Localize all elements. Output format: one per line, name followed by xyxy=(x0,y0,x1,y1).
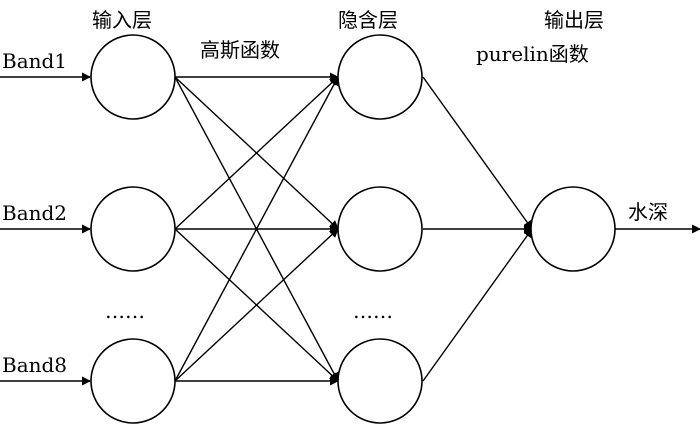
input-label-band8: Band8 xyxy=(2,353,67,377)
connection-i3-h2 xyxy=(174,228,339,382)
hidden-ellipsis: …… xyxy=(353,299,393,323)
output-layer-title: 输出层 xyxy=(544,8,604,32)
output-node xyxy=(530,186,616,272)
connection-i2-h1 xyxy=(174,76,339,230)
input-layer-title: 输入层 xyxy=(92,8,152,32)
output-label: 水深 xyxy=(628,200,668,224)
connection-h1-o xyxy=(422,76,533,230)
hidden-node-1 xyxy=(337,34,423,120)
input-label-band1: Band1 xyxy=(2,49,67,73)
output-function-label: purelin函数 xyxy=(476,42,589,66)
input-node-band2 xyxy=(90,186,176,272)
input-hidden-connections xyxy=(174,72,339,386)
input-node-band8 xyxy=(90,338,176,424)
hidden-layer-title: 隐含层 xyxy=(338,8,398,32)
input-ellipsis: …… xyxy=(105,299,145,323)
hidden-node-3 xyxy=(337,338,423,424)
hidden-output-connections xyxy=(422,76,533,382)
hidden-node-2 xyxy=(337,186,423,272)
connection-h3-o xyxy=(422,228,533,382)
connection-i3-h1 xyxy=(174,76,339,382)
input-node-band1 xyxy=(90,34,176,120)
input-label-band2: Band2 xyxy=(2,201,67,225)
hidden-function-label: 高斯函数 xyxy=(200,38,280,62)
